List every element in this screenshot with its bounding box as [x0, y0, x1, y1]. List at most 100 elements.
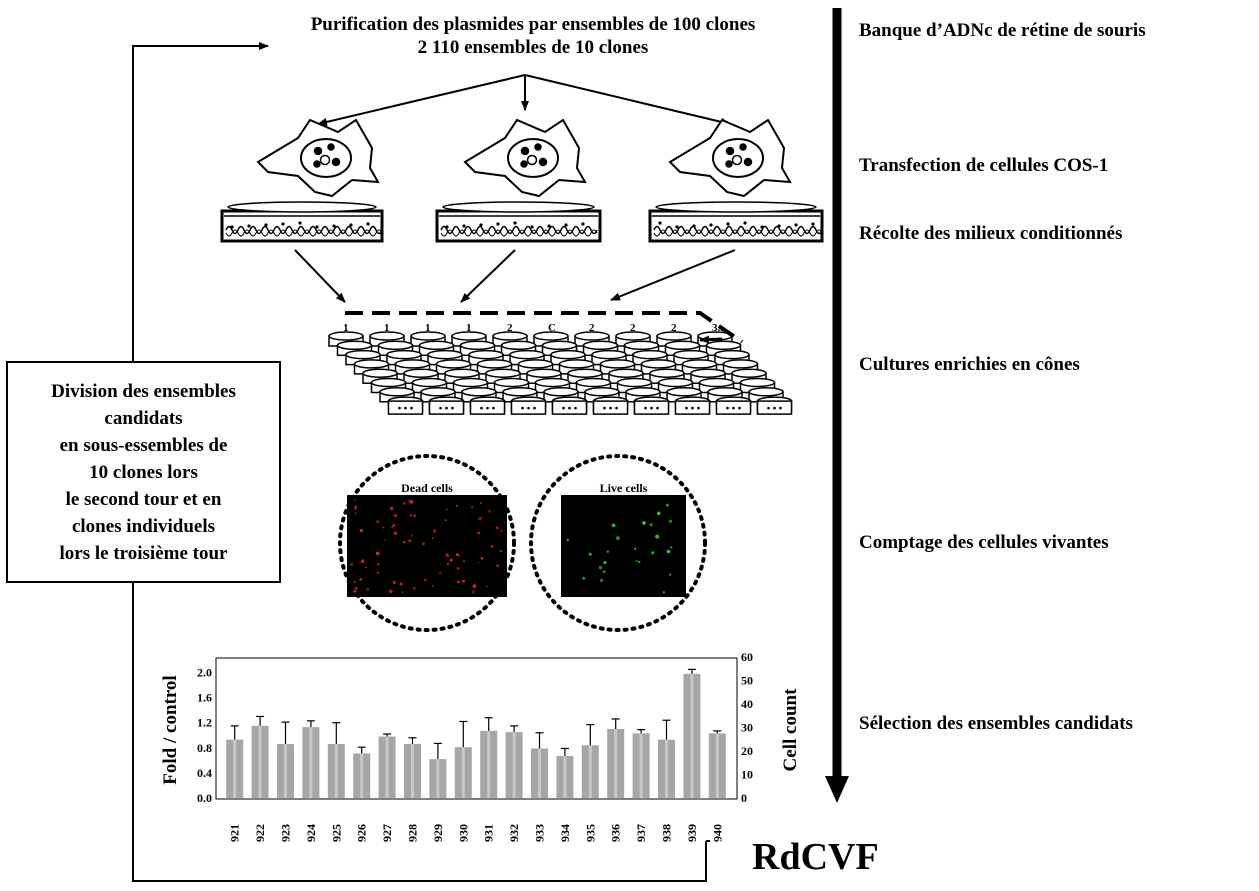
dead-cell-dot — [455, 504, 458, 507]
well-label: 2 — [507, 322, 513, 334]
x-tick-label: 921 — [228, 824, 242, 842]
dead-cell-dot — [388, 589, 393, 594]
dead-cell-dot — [354, 498, 357, 501]
bar-highlight — [487, 730, 491, 798]
dead-cell-dot — [462, 560, 466, 563]
well — [403, 368, 439, 384]
note-line: en sous-essembles de — [59, 434, 228, 456]
dead-cell-dot — [458, 554, 461, 557]
dead-cell-dot — [500, 529, 503, 532]
dead-cell-dot — [376, 571, 379, 574]
dead-cell-dot — [486, 585, 488, 588]
x-tick-label: 922 — [253, 824, 267, 842]
bar-highlight — [411, 744, 414, 798]
live-cell-dot — [606, 550, 610, 553]
dish-2 — [435, 201, 602, 243]
live-cell-dot — [662, 591, 666, 594]
well-label: 1 — [343, 322, 349, 334]
y-tick-label: 0.0 — [197, 791, 212, 805]
plasmid-dot — [520, 146, 530, 156]
y-tick-label: 1.2 — [197, 716, 212, 730]
well — [632, 349, 668, 366]
well — [502, 387, 538, 403]
plasmid-dot — [534, 143, 542, 151]
live-cell-dot — [666, 549, 671, 554]
timeline-arrow — [825, 8, 849, 803]
well — [575, 377, 612, 394]
step-selection: Sélection des ensembles candidats — [859, 713, 1133, 734]
well — [370, 377, 407, 394]
well-label: 1 — [384, 322, 390, 334]
micrograph-dead — [338, 454, 516, 632]
micrograph-live — [529, 454, 707, 632]
live-cell-dot — [638, 560, 641, 564]
live-cell-dot — [588, 552, 592, 556]
x-tick-label: 938 — [660, 824, 674, 842]
well — [551, 396, 588, 415]
live-cells-label: Live cells — [599, 481, 648, 495]
plasmid-dot — [739, 143, 747, 151]
well — [714, 349, 750, 366]
dead-cell-dot — [393, 513, 398, 518]
header-line-2: 2 110 ensembles de 10 clones — [417, 37, 649, 58]
dead-cell-dot — [377, 563, 380, 566]
plasmid-dot — [520, 160, 528, 168]
note-line: Division des ensembles — [51, 380, 236, 402]
live-cell-dot — [615, 536, 620, 541]
live-cell-dot — [665, 503, 669, 507]
dish-3 — [648, 201, 824, 243]
well — [584, 387, 620, 403]
well — [739, 377, 776, 394]
x-tick-label: 934 — [558, 824, 572, 842]
plasmid-dot — [725, 160, 733, 168]
well — [664, 340, 701, 357]
dead-cell-dot — [495, 526, 499, 530]
bar-highlight — [385, 736, 389, 798]
dead-cell-dot — [354, 587, 358, 590]
live-cell-dot — [655, 534, 660, 539]
dead-cell-dot — [438, 571, 442, 575]
dead-cell-dot — [392, 524, 396, 527]
dead-cell-dot — [477, 561, 479, 564]
dead-cell-dot — [471, 590, 475, 594]
bar-highlight — [436, 759, 440, 798]
y2-tick-label: 10 — [741, 768, 753, 782]
bar-highlight — [665, 739, 668, 798]
well — [411, 377, 448, 394]
header-to-cells-arrows — [317, 74, 731, 126]
step-harvest: Récolte des milieux conditionnés — [859, 223, 1123, 244]
plasmid-dot — [319, 154, 331, 166]
plasmid-dot — [743, 157, 753, 167]
bar-highlight — [639, 733, 643, 798]
well — [492, 331, 528, 347]
live-cell-dot — [651, 551, 655, 555]
well-label: 1 — [466, 322, 472, 334]
x-tick-label: 933 — [533, 824, 547, 842]
x-tick-label: 926 — [355, 824, 369, 842]
bar-highlight — [512, 732, 516, 798]
rdcvf-label: RdCVF — [752, 836, 879, 878]
bar-highlight — [258, 725, 262, 798]
step-cdna-library: Banque d’ADNc de rétine de souris — [859, 20, 1146, 41]
dead-cell-dot — [399, 582, 403, 586]
step-transfection: Transfection de cellules COS-1 — [859, 155, 1109, 176]
dead-cell-dot — [445, 508, 448, 511]
dead-cell-dot — [456, 566, 460, 570]
live-cell-dot — [566, 538, 569, 542]
live-cell-dot — [603, 560, 607, 565]
cell-1 — [256, 118, 380, 198]
y2-tick-label: 40 — [741, 697, 753, 711]
x-tick-label: 929 — [431, 824, 445, 842]
live-cell-dot — [598, 565, 603, 570]
y2-tick-label: 50 — [741, 674, 753, 688]
bar-highlight — [538, 748, 541, 798]
plasmid-dot — [526, 154, 538, 166]
bar-highlight — [309, 727, 313, 798]
dead-cell-dot — [364, 566, 368, 569]
well — [541, 340, 578, 357]
dead-cell-dot — [446, 562, 449, 566]
bar-highlight — [360, 753, 364, 798]
bar-highlight — [588, 745, 592, 798]
live-cell-dot — [669, 573, 672, 576]
